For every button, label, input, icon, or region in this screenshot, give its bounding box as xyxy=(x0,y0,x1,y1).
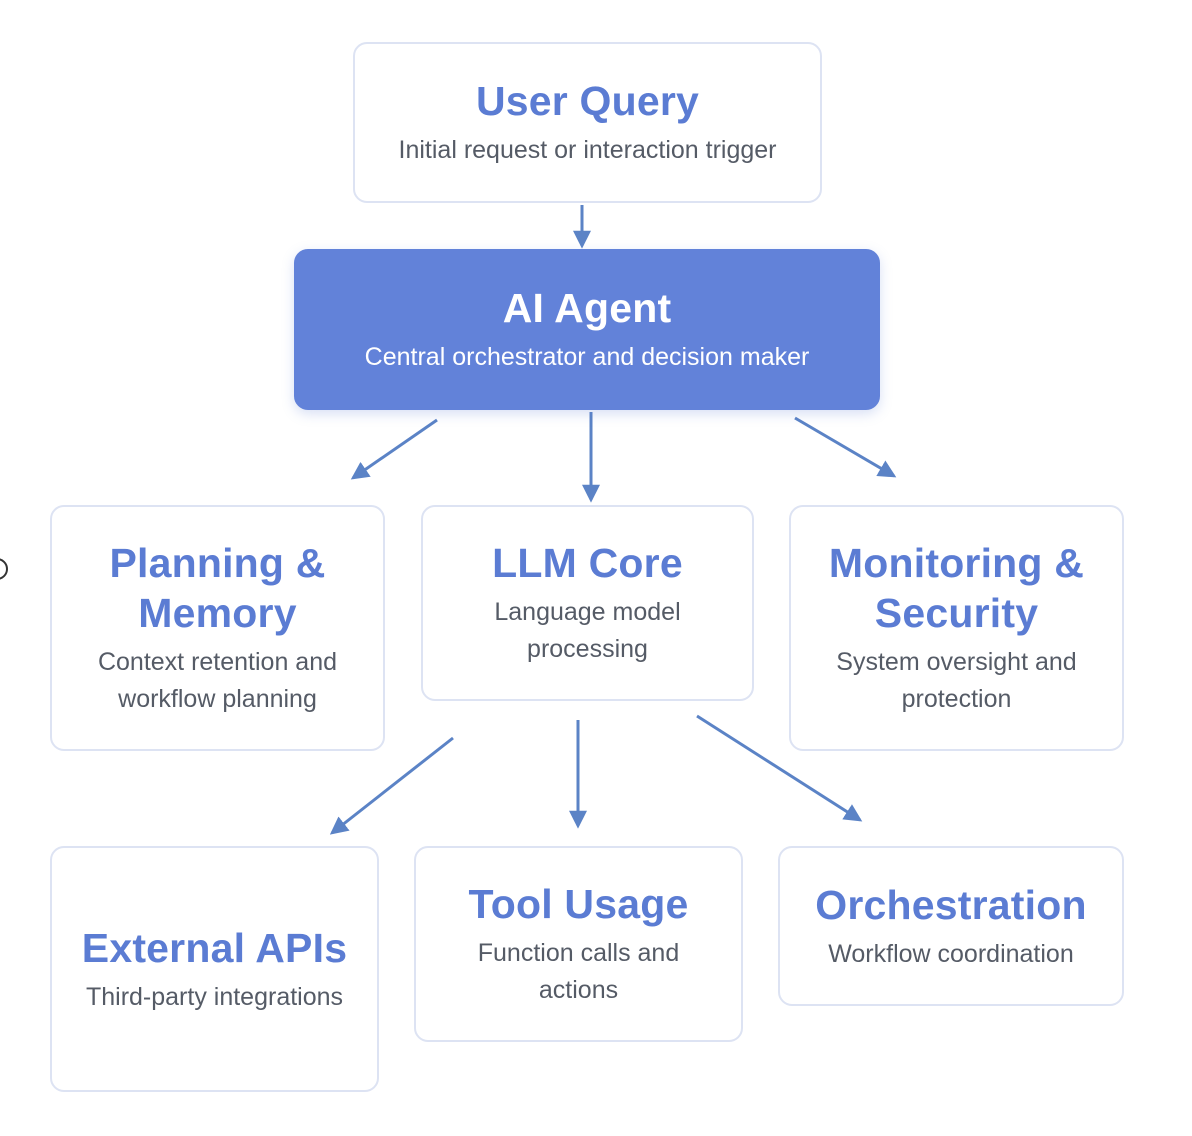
node-title: Planning & Memory xyxy=(109,540,326,636)
node-title: Monitoring & Security xyxy=(828,540,1085,636)
partial-edge-icon xyxy=(0,558,8,580)
node-orchestration: Orchestration Workflow coordination xyxy=(778,846,1124,1006)
node-description: Language model processing xyxy=(494,598,681,663)
node-description: Context retention and workflow planning xyxy=(97,648,338,713)
node-description: Workflow coordination xyxy=(828,939,1074,968)
node-external-apis: External APIs Third-party integrations xyxy=(50,846,379,1092)
node-title: LLM Core xyxy=(492,540,683,586)
node-llm-core: LLM Core Language model processing xyxy=(421,505,754,701)
arrow-ai-agent-to-planning xyxy=(350,418,438,480)
node-title: User Query xyxy=(475,78,700,124)
node-description: Function calls and actions xyxy=(477,939,680,1004)
node-user-query: User Query Initial request or interactio… xyxy=(353,42,822,203)
node-title: AI Agent xyxy=(502,285,672,331)
node-tool-usage: Tool Usage Function calls and actions xyxy=(414,846,743,1042)
node-description: Initial request or interaction trigger xyxy=(398,136,777,164)
arrow-llm-core-to-external-apis xyxy=(329,736,454,835)
node-planning-memory: Planning & Memory Context retention and … xyxy=(50,505,385,751)
node-description: Third-party integrations xyxy=(85,982,344,1011)
node-monitoring-security: Monitoring & Security System oversight a… xyxy=(789,505,1124,751)
node-title: External APIs xyxy=(81,924,348,971)
node-description: System oversight and protection xyxy=(836,648,1077,713)
node-title: Orchestration xyxy=(815,881,1087,928)
node-title: Tool Usage xyxy=(468,881,689,927)
arrow-ai-agent-to-monitoring xyxy=(794,416,897,478)
node-ai-agent: AI Agent Central orchestrator and decisi… xyxy=(294,249,880,410)
node-description: Central orchestrator and decision maker xyxy=(364,343,810,371)
